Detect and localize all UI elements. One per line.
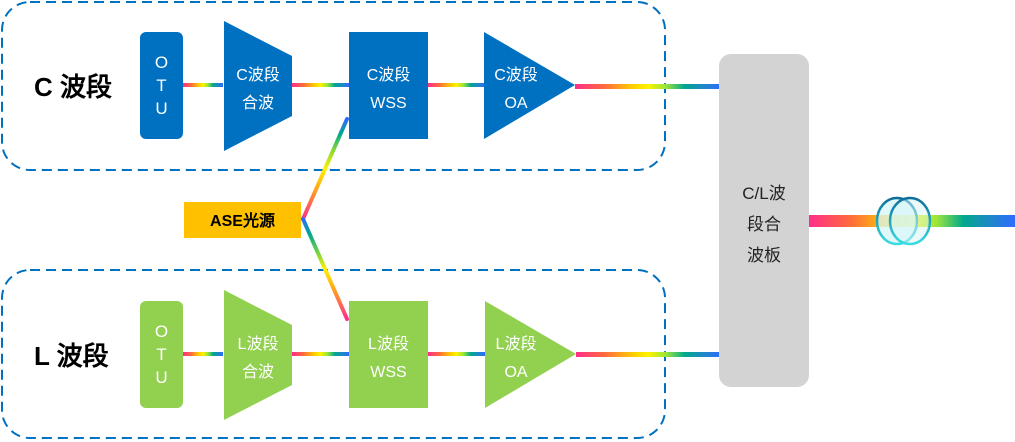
cl-combiner-line3: 波板: [747, 246, 781, 265]
l-mux-block[interactable]: [224, 290, 292, 420]
ase-link-to-l-wss: [301, 217, 349, 321]
l-oa-line2: OA: [504, 364, 527, 381]
c-band-label: C 波段: [34, 72, 112, 102]
l-link-wss-oa: [428, 352, 485, 356]
c-oa-line2: OA: [504, 95, 527, 112]
c-otu-letter-u: U: [155, 99, 167, 118]
c-oa-amplifier[interactable]: [484, 32, 575, 139]
l-link-otu-mux: [183, 352, 223, 356]
cl-combiner-board[interactable]: [719, 54, 809, 387]
ase-source-label: ASE光源: [210, 211, 275, 230]
l-wss-block[interactable]: [349, 301, 428, 408]
l-otu-letter-o: O: [155, 322, 168, 341]
ase-source: ASE光源: [184, 117, 349, 321]
fiber-coil-icon: [875, 196, 932, 246]
l-band-label: L 波段: [34, 341, 109, 371]
c-otu-letter-t: T: [156, 76, 166, 95]
ase-link-to-c-wss: [301, 117, 349, 221]
l-band-chain: O T U L波段 合波 L波段 WSS L波段 OA: [140, 290, 721, 420]
c-link-otu-mux: [183, 83, 223, 87]
c-mux-line2: 合波: [242, 94, 274, 112]
l-otu-letter-u: U: [155, 368, 167, 387]
cl-combiner-line2: 段合: [747, 215, 781, 234]
l-oa-line1: L波段: [496, 335, 537, 353]
c-mux-line1: C波段: [236, 66, 280, 84]
cl-combiner-line1: C/L波: [742, 184, 785, 203]
c-link-mux-wss: [292, 83, 349, 87]
l-mux-line2: 合波: [242, 363, 274, 381]
ase-source-box[interactable]: [184, 202, 301, 238]
c-link-oa-combiner: [575, 84, 721, 89]
l-wss-line1: L波段: [368, 335, 409, 353]
c-band-chain: O T U C波段 合波 C波段 WSS C波段 OA: [140, 21, 721, 151]
c-otu-letter-o: O: [155, 53, 168, 72]
cl-combiner: C/L波 段合 波板: [719, 54, 809, 387]
c-oa-line1: C波段: [494, 66, 538, 84]
c-mux-block[interactable]: [224, 21, 292, 151]
l-otu-letter-t: T: [156, 345, 166, 364]
c-wss-block[interactable]: [349, 32, 428, 139]
l-oa-amplifier[interactable]: [485, 301, 576, 408]
c-wss-line1: C波段: [367, 66, 411, 84]
l-wss-line2: WSS: [370, 364, 406, 381]
c-otu-box[interactable]: [140, 32, 183, 139]
output-fiber: [809, 196, 1015, 246]
c-wss-line2: WSS: [370, 95, 406, 112]
l-link-oa-combiner: [576, 352, 721, 357]
c-link-wss-oa: [428, 83, 485, 87]
l-otu-box[interactable]: [140, 301, 183, 408]
l-link-mux-wss: [292, 352, 349, 356]
l-mux-line1: L波段: [238, 335, 279, 353]
